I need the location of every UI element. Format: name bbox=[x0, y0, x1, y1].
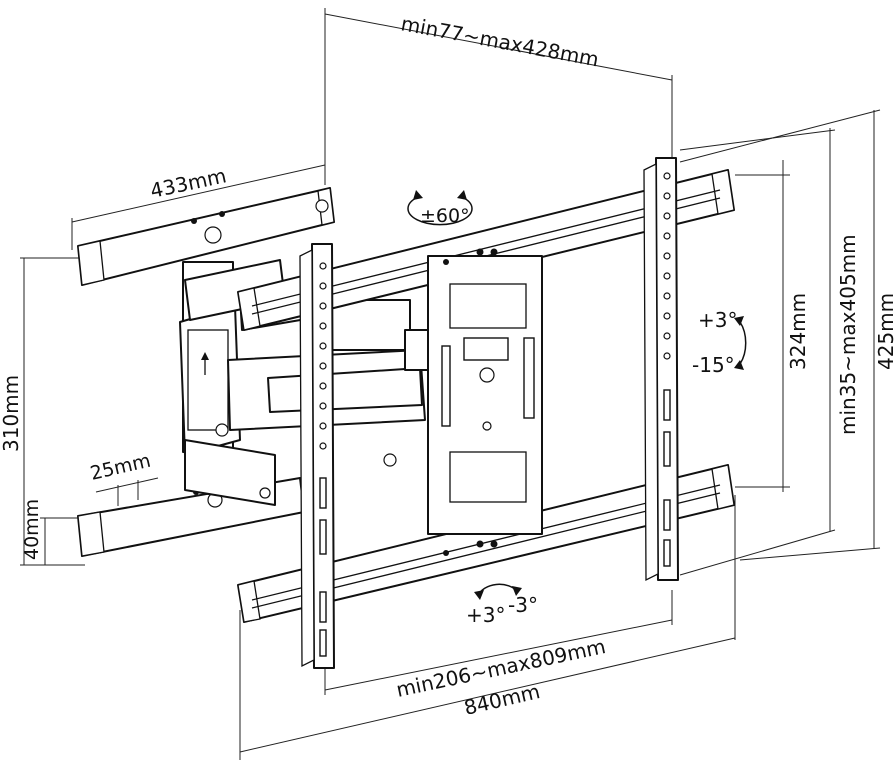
label-height-range: min35~max405mm bbox=[836, 234, 860, 435]
center-mounting-plate bbox=[427, 248, 543, 556]
tilt-arrow bbox=[734, 316, 747, 370]
label-rail-width: 25mm bbox=[88, 450, 153, 485]
left-vertical-bracket bbox=[299, 243, 335, 669]
level-arrow bbox=[474, 583, 522, 600]
label-vesa-height: 324mm bbox=[786, 293, 810, 370]
dimension-lines bbox=[20, 8, 881, 760]
label-total-height: 425mm bbox=[874, 293, 896, 370]
label-arm-length: 433mm bbox=[148, 163, 228, 203]
wall-plate-top-rail bbox=[77, 187, 335, 286]
label-tilt-down: -15° bbox=[692, 353, 735, 377]
label-level-plus: +3° bbox=[466, 603, 505, 627]
label-swivel: ±60° bbox=[420, 205, 470, 227]
label-arm-extension: min77~max428mm bbox=[399, 11, 601, 71]
label-tilt-up: +3° bbox=[698, 308, 737, 332]
label-rail-height: 40mm bbox=[21, 499, 43, 560]
right-vertical-bracket bbox=[643, 157, 679, 582]
swivel-arrow bbox=[407, 190, 473, 226]
label-level-minus: -3° bbox=[508, 593, 538, 617]
label-wall-plate-height: 310mm bbox=[0, 375, 23, 452]
